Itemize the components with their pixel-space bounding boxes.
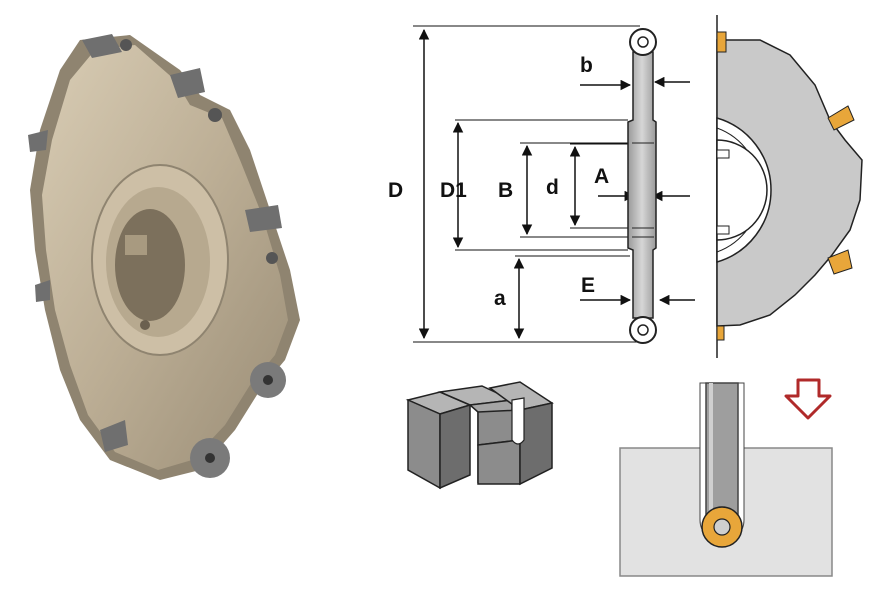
cutter-photo bbox=[28, 34, 300, 480]
tool-insert-screw bbox=[713, 518, 731, 536]
section-body bbox=[716, 39, 863, 327]
profile-insert-top-screw bbox=[637, 36, 649, 48]
profile-insert-bottom-screw bbox=[637, 324, 649, 336]
cutter-bolt-hole bbox=[140, 320, 150, 330]
half-section-view bbox=[716, 15, 863, 358]
section-insert-4 bbox=[716, 325, 725, 341]
feed-arrow-icon bbox=[784, 378, 832, 420]
insert-3 bbox=[245, 205, 282, 264]
insert-4 bbox=[250, 362, 286, 398]
section-insert-2 bbox=[827, 105, 855, 131]
section-insert-3 bbox=[827, 249, 853, 275]
insert-1 bbox=[82, 34, 132, 58]
dimension-drawing: D D1 B d A b a E bbox=[388, 25, 695, 344]
cutter-bore bbox=[115, 209, 185, 321]
label-A: A bbox=[594, 165, 609, 188]
label-d: d bbox=[546, 176, 559, 199]
label-a: a bbox=[494, 287, 506, 310]
label-b: b bbox=[580, 54, 593, 77]
insert-6 bbox=[100, 420, 128, 452]
section-bore bbox=[716, 139, 768, 241]
insert-7 bbox=[28, 130, 50, 302]
cutter-keyway bbox=[125, 235, 147, 255]
cutting-illustration bbox=[619, 378, 833, 577]
cutter-profile bbox=[627, 51, 657, 319]
slotted-block bbox=[405, 381, 554, 490]
section-insert-1 bbox=[716, 31, 727, 53]
insert-2 bbox=[170, 68, 222, 122]
label-B: B bbox=[498, 179, 513, 202]
section-keyway-top bbox=[716, 149, 730, 159]
insert-5 bbox=[190, 438, 230, 478]
label-D: D bbox=[388, 179, 403, 202]
label-E: E bbox=[581, 274, 595, 297]
section-keyway-bottom bbox=[716, 225, 730, 235]
label-D1: D1 bbox=[440, 179, 467, 202]
